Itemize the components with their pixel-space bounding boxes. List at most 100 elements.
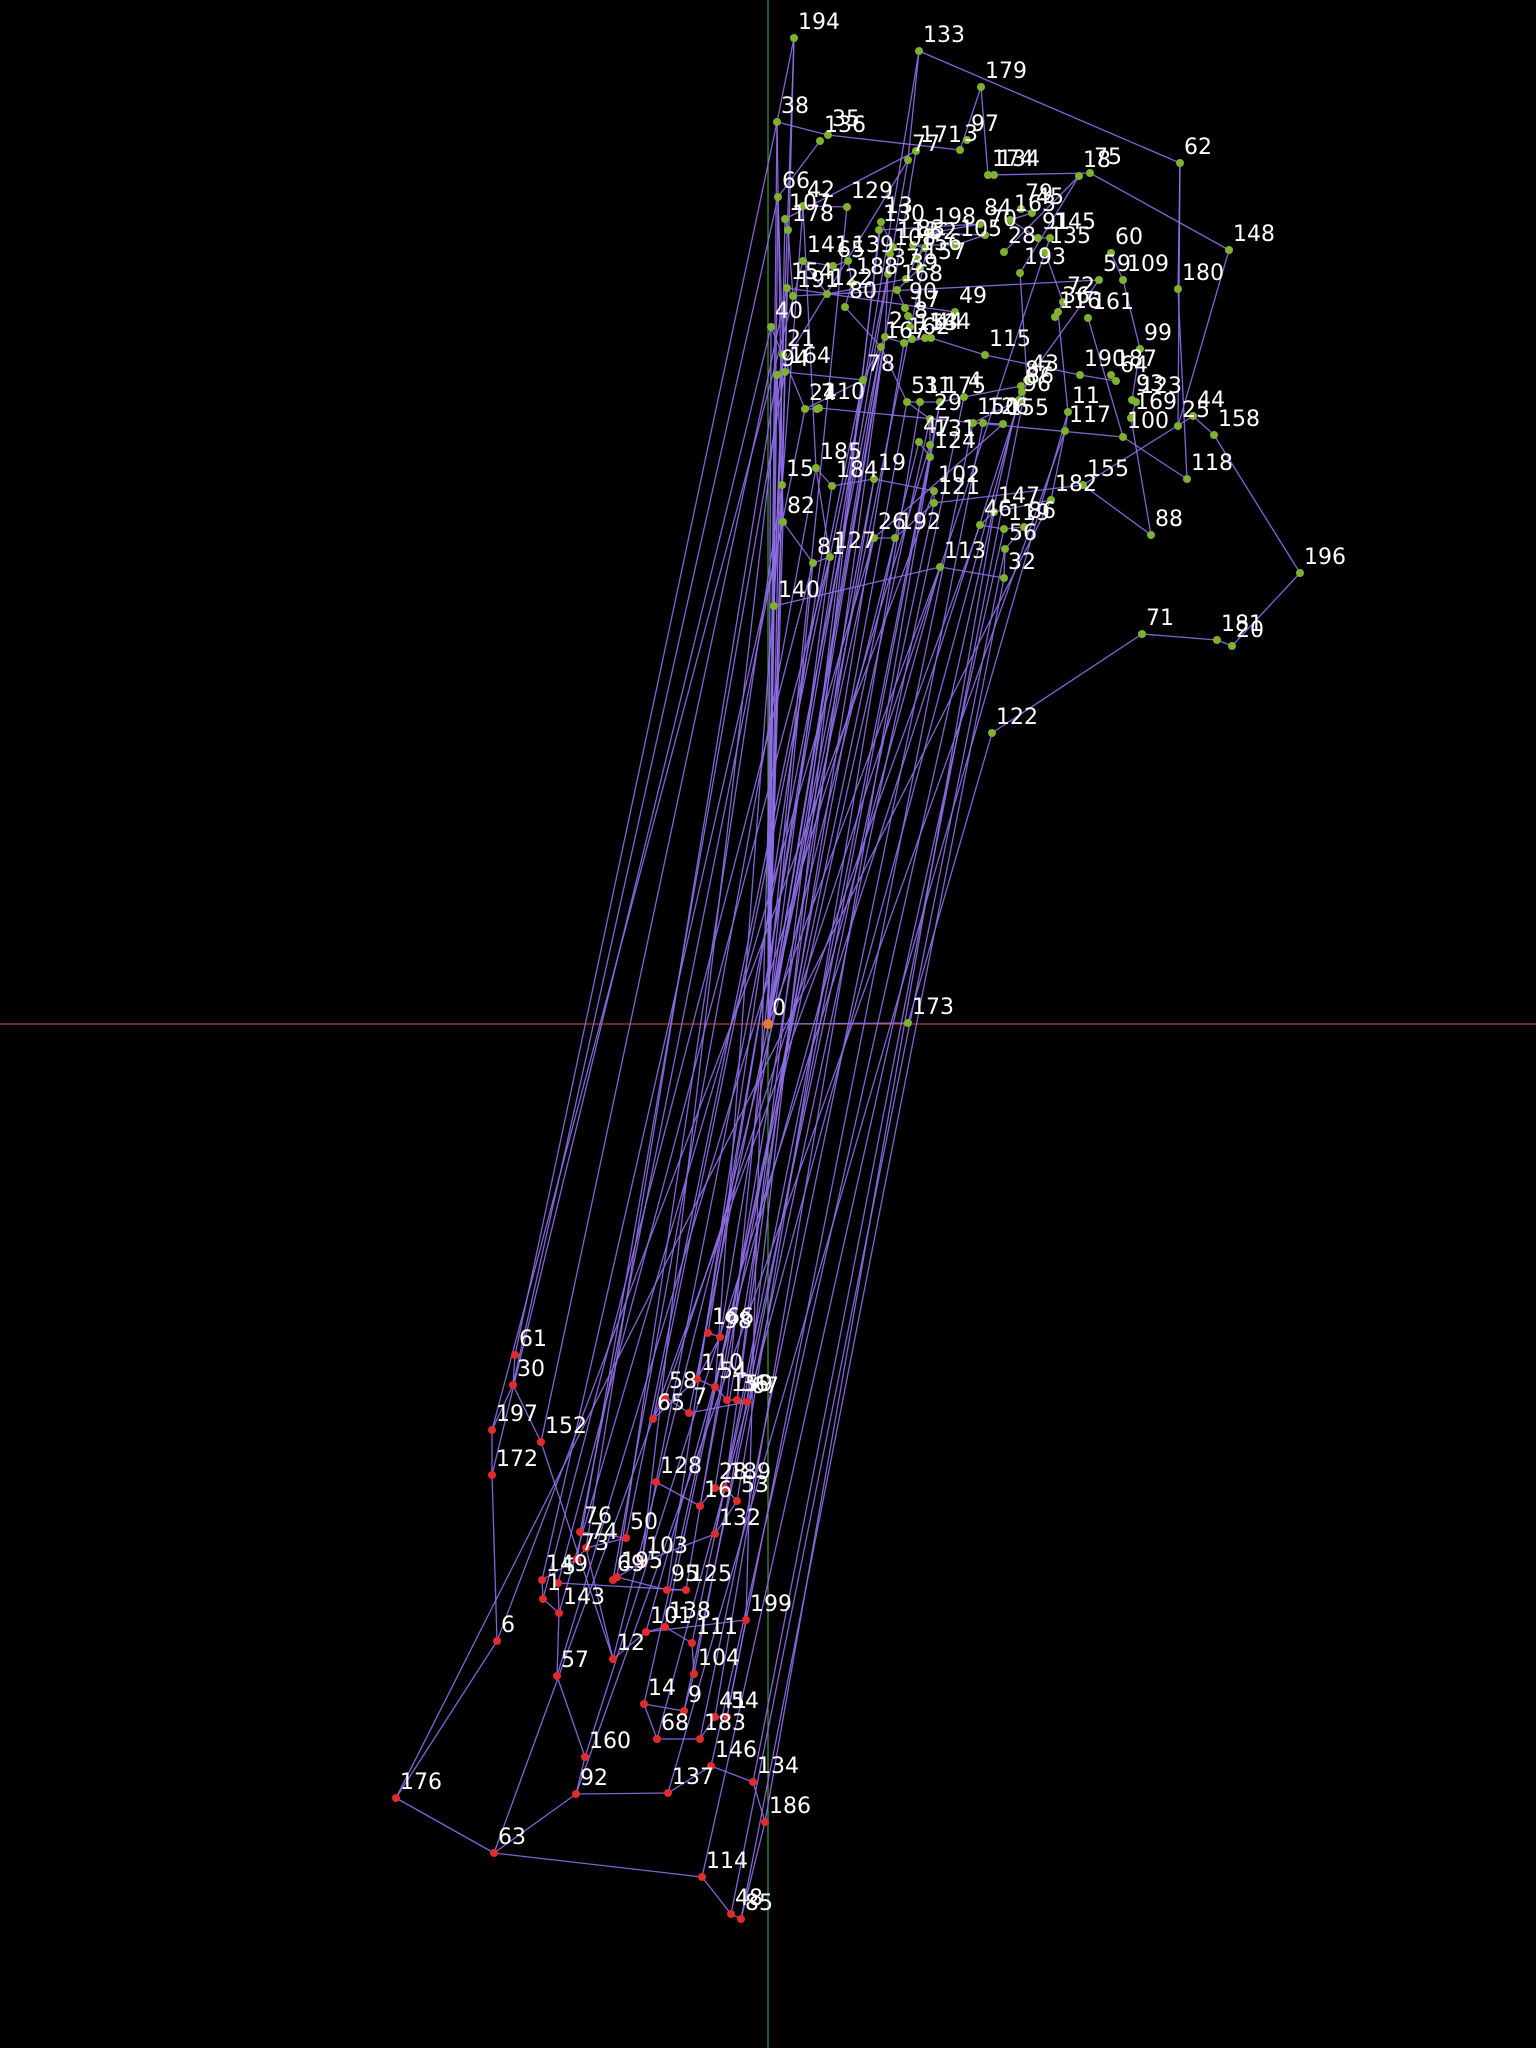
graph-node[interactable] xyxy=(1079,481,1087,489)
graph-node[interactable] xyxy=(743,1398,751,1406)
graph-node[interactable] xyxy=(1028,209,1036,217)
graph-node[interactable] xyxy=(538,1576,546,1584)
graph-node[interactable] xyxy=(930,499,938,507)
graph-node[interactable] xyxy=(990,171,998,179)
graph-node[interactable] xyxy=(891,534,899,542)
graph-node[interactable] xyxy=(828,482,836,490)
graph-node[interactable] xyxy=(664,1789,672,1797)
graph-node[interactable] xyxy=(723,1713,731,1721)
graph-node[interactable] xyxy=(859,376,867,384)
graph-node[interactable] xyxy=(778,481,786,489)
graph-node[interactable] xyxy=(1107,249,1115,257)
graph-node[interactable] xyxy=(493,1637,501,1645)
graph-node[interactable] xyxy=(749,1778,757,1786)
graph-node[interactable] xyxy=(711,1383,719,1391)
graph-node[interactable] xyxy=(900,339,908,347)
graph-node[interactable] xyxy=(902,275,910,283)
graph-node[interactable] xyxy=(903,398,911,406)
graph-node[interactable] xyxy=(916,398,924,406)
graph-node[interactable] xyxy=(711,1713,719,1721)
graph-node[interactable] xyxy=(999,420,1007,428)
graph-node[interactable] xyxy=(915,438,923,446)
graph-node[interactable] xyxy=(904,156,912,164)
graph-node[interactable] xyxy=(1174,422,1182,430)
graph-node[interactable] xyxy=(886,250,894,258)
graph-node[interactable] xyxy=(1127,414,1135,422)
graph-node[interactable] xyxy=(901,304,909,312)
graph-node[interactable] xyxy=(956,146,964,154)
graph-node[interactable] xyxy=(488,1426,496,1434)
graph-node[interactable] xyxy=(789,292,797,300)
graph-node[interactable] xyxy=(573,1555,581,1563)
graph-node[interactable] xyxy=(698,1873,706,1881)
graph-node[interactable] xyxy=(988,729,996,737)
graph-node[interactable] xyxy=(783,284,791,292)
graph-node[interactable] xyxy=(704,1329,712,1337)
graph-node[interactable] xyxy=(576,1528,584,1536)
graph-node[interactable] xyxy=(1213,636,1221,644)
graph-node[interactable] xyxy=(1001,545,1009,553)
graph-node[interactable] xyxy=(779,518,787,526)
graph-node[interactable] xyxy=(1225,246,1233,254)
graph-node[interactable] xyxy=(1006,216,1014,224)
graph-node[interactable] xyxy=(1107,371,1115,379)
graph-node[interactable] xyxy=(509,1381,517,1389)
graph-node[interactable] xyxy=(661,1623,669,1631)
graph-node[interactable] xyxy=(1189,412,1197,420)
graph-node[interactable] xyxy=(908,335,916,343)
graph-node[interactable] xyxy=(763,1019,773,1029)
graph-node[interactable] xyxy=(711,1484,719,1492)
graph-node[interactable] xyxy=(640,1700,648,1708)
graph-node[interactable] xyxy=(1136,345,1144,353)
graph-node[interactable] xyxy=(392,1794,400,1802)
graph-node[interactable] xyxy=(1176,159,1184,167)
graph-node[interactable] xyxy=(761,1818,769,1826)
graph-node[interactable] xyxy=(781,368,789,376)
graph-node[interactable] xyxy=(1084,314,1092,322)
graph-node[interactable] xyxy=(721,1484,729,1492)
graph-node[interactable] xyxy=(737,1915,745,1923)
graph-node[interactable] xyxy=(952,241,960,249)
graph-node[interactable] xyxy=(1054,308,1062,316)
graph-node[interactable] xyxy=(926,415,934,423)
graph-node[interactable] xyxy=(784,226,792,234)
graph-node[interactable] xyxy=(1018,388,1026,396)
graph-node[interactable] xyxy=(977,83,985,91)
graph-node[interactable] xyxy=(812,464,820,472)
graph-node[interactable] xyxy=(613,1573,621,1581)
graph-node[interactable] xyxy=(1041,248,1049,256)
graph-node[interactable] xyxy=(930,487,938,495)
graph-node[interactable] xyxy=(652,1478,660,1486)
graph-node[interactable] xyxy=(774,193,782,201)
graph-node[interactable] xyxy=(904,1019,912,1027)
graph-node[interactable] xyxy=(1112,377,1120,385)
graph-node[interactable] xyxy=(663,1586,671,1594)
graph-node[interactable] xyxy=(1138,630,1146,638)
graph-node[interactable] xyxy=(881,333,889,341)
graph-node[interactable] xyxy=(642,1628,650,1636)
graph-node[interactable] xyxy=(638,1558,646,1566)
graph-node[interactable] xyxy=(909,241,917,249)
graph-node[interactable] xyxy=(1017,382,1025,390)
graph-node[interactable] xyxy=(1023,376,1031,384)
graph-node[interactable] xyxy=(555,1609,563,1617)
graph-node[interactable] xyxy=(936,398,944,406)
graph-node[interactable] xyxy=(801,405,809,413)
graph-node[interactable] xyxy=(572,1790,580,1798)
graph-node[interactable] xyxy=(981,351,989,359)
graph-node[interactable] xyxy=(1095,276,1103,284)
graph-node[interactable] xyxy=(1076,371,1084,379)
graph-node[interactable] xyxy=(963,136,971,144)
graph-node[interactable] xyxy=(727,1910,735,1918)
graph-node[interactable] xyxy=(1015,396,1023,404)
graph-node[interactable] xyxy=(1228,642,1236,650)
graph-node[interactable] xyxy=(622,1534,630,1542)
graph-node[interactable] xyxy=(870,534,878,542)
graph-node[interactable] xyxy=(773,118,781,126)
graph-node[interactable] xyxy=(685,1409,693,1417)
graph-node[interactable] xyxy=(693,1375,701,1383)
graph-node[interactable] xyxy=(553,1672,561,1680)
graph-node[interactable] xyxy=(537,1438,545,1446)
graph-node[interactable] xyxy=(682,1586,690,1594)
graph-node[interactable] xyxy=(844,257,852,265)
